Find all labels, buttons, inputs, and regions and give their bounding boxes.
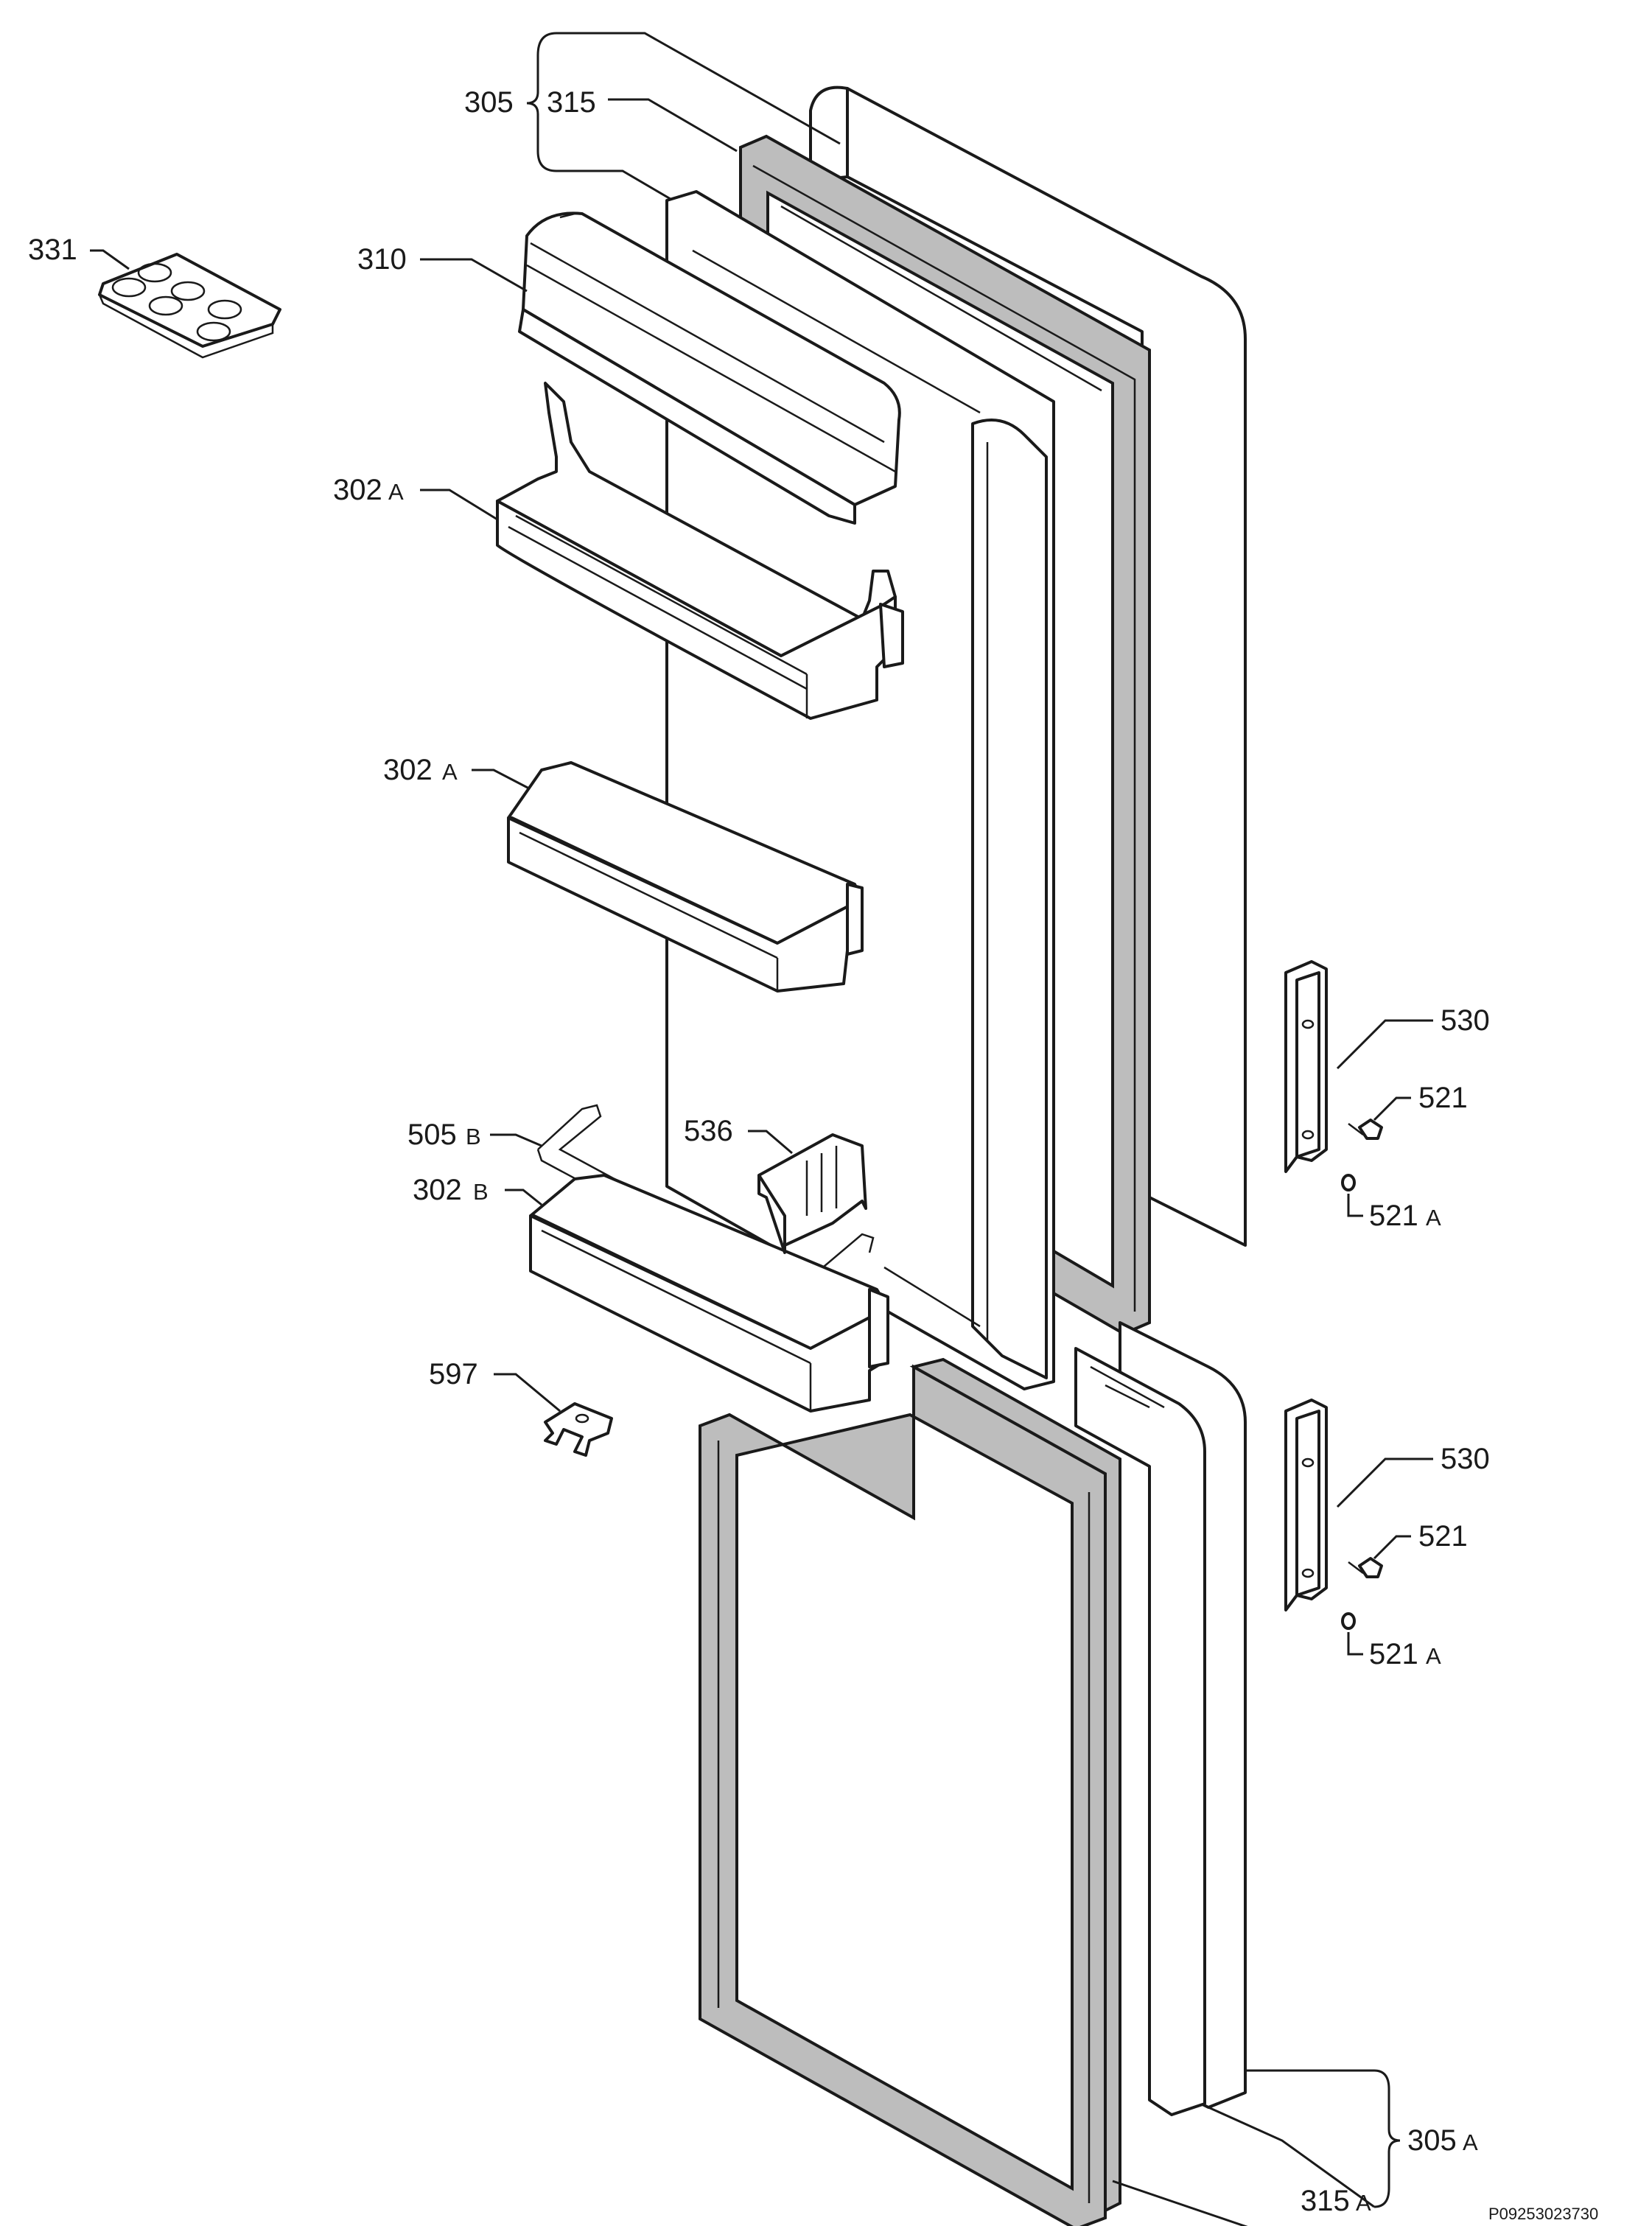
door-bin-lower [529, 1174, 889, 1413]
label-521a-bottom: 521 [1369, 1638, 1418, 1670]
label-302a-mid-suffix: A [442, 759, 458, 785]
label-597: 597 [429, 1358, 478, 1390]
label-302b: 302 [413, 1174, 462, 1206]
label-302a-top: 302 [333, 474, 382, 506]
label-530-top: 530 [1441, 1004, 1490, 1037]
leader-lines [90, 32, 1433, 2226]
dairy-compartment-lid [518, 211, 901, 525]
part-labels: 305 315 331 310 302 A 302 A 505 B 302 B … [28, 86, 1598, 2223]
egg-tray [98, 253, 281, 359]
label-521a-top-suffix: A [1426, 1205, 1441, 1231]
screw-lower [1348, 1557, 1383, 1578]
label-305: 305 [464, 86, 514, 119]
label-521a-bottom-suffix: A [1426, 1643, 1441, 1669]
label-310: 310 [357, 243, 407, 276]
label-521-bottom: 521 [1418, 1520, 1468, 1553]
bin-divider [757, 1133, 867, 1254]
label-305a-suffix: A [1463, 2129, 1478, 2155]
label-302b-suffix: B [473, 1179, 489, 1205]
label-536: 536 [684, 1115, 733, 1147]
label-521-top: 521 [1418, 1082, 1468, 1114]
washer-lower [1341, 1612, 1356, 1630]
screw-upper [1348, 1119, 1383, 1140]
label-331: 331 [28, 234, 77, 266]
upper-inner-liner [665, 190, 1055, 1390]
label-302a-top-suffix: A [388, 479, 404, 505]
hinge-bracket-lower [1284, 1399, 1328, 1611]
label-315a-suffix: A [1356, 2190, 1371, 2216]
door-bin-middle [507, 761, 864, 993]
label-521a-top: 521 [1369, 1200, 1418, 1232]
label-302a-mid: 302 [383, 754, 433, 786]
label-315: 315 [547, 86, 596, 119]
hinge-bracket-upper [1284, 960, 1328, 1173]
drawing-code: P09253023730 [1488, 2205, 1598, 2223]
label-305a: 305 [1407, 2124, 1457, 2157]
label-505b-suffix: B [466, 1124, 481, 1149]
lower-door-panel [1074, 1321, 1247, 2116]
label-315a: 315 [1301, 2185, 1350, 2217]
lower-door-gasket [699, 1357, 1121, 2226]
label-530-bottom: 530 [1441, 1443, 1490, 1475]
clip [544, 1402, 613, 1457]
washer-upper [1341, 1174, 1356, 1191]
door-bin-upper [496, 382, 904, 720]
label-505b: 505 [407, 1119, 457, 1151]
